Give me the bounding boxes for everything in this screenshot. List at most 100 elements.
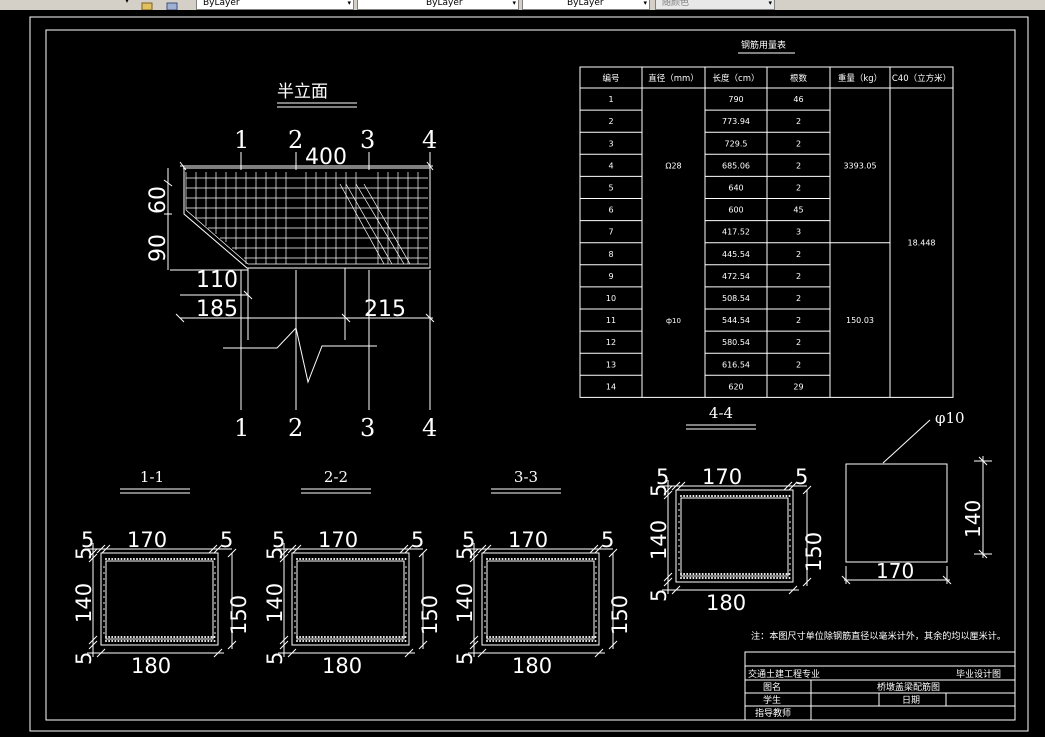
title-block-name-label: 图名 [763,681,781,693]
section-title: 3-3 [514,468,538,486]
table-header-cell: 根数 [790,73,808,84]
table-cell-length: 773.94 [722,117,750,126]
half-elevation-view: 半立面 1 2 3 4 1 2 3 4 [146,82,437,442]
dim-left-top: 5 [647,484,671,497]
table-cell-number: 11 [606,316,616,325]
table-cell-length: 417.52 [722,228,750,237]
rebar-mesh [185,172,428,265]
dropdown-arrow-icon[interactable]: ▾ [125,0,130,5]
rebar-dots [484,558,597,642]
table-cell-number: 6 [608,206,613,215]
dim-top-mid: 170 [127,528,167,552]
dim-top-mid: 170 [318,528,358,552]
dim-bottom: 180 [322,654,362,678]
dim-left-top: 5 [72,547,96,560]
table-cell-count: 2 [796,161,801,170]
dim-bottom: 180 [706,591,746,615]
dim-top-mid: 170 [702,465,742,489]
dim-left-bottom: 5 [72,652,96,665]
chevron-down-icon: ▾ [347,0,351,7]
lineweight-dropdown[interactable]: ByLayer ▾ [522,0,650,10]
section-label-top-3: 3 [360,126,375,154]
table-header-cell: 直径（mm） [648,73,699,84]
table-cell-number: 14 [606,382,616,391]
dim-top-right: 5 [411,528,424,552]
rebar-dots [678,495,791,579]
dim-400: 400 [305,145,347,170]
elevation-title: 半立面 [277,82,328,102]
table-cell-number: 13 [606,360,616,369]
dim-top-left: 5 [272,528,285,552]
table-cell-concrete: 18.448 [908,239,936,248]
sheet-outer-frame [29,16,1029,732]
dim-left-bottom: 5 [263,652,287,665]
dim-right: 150 [418,595,442,635]
table-cell-weight: 150.03 [846,316,874,325]
plotstyle-dropdown-value: 随颜色 [662,0,690,8]
layer-states-icon[interactable] [141,0,153,11]
section-label-top-1: 1 [234,126,249,154]
stirrup-detail: φ10 140 170 [841,409,992,585]
section-label-top-4: 4 [422,126,437,154]
table-cell-length: 640 [728,183,743,192]
table-cell-number: 5 [608,183,613,192]
table-header-cell: 长度（cm） [713,73,760,84]
layer-previous-icon[interactable] [166,0,178,11]
table-cell-diameter: ф10 [666,317,681,325]
table-cell-length: 685.06 [722,161,750,170]
sheet-inner-frame [45,29,1016,721]
dim-top-right: 5 [795,465,808,489]
section-labels-bottom: 1 2 3 4 [234,414,437,442]
section-title: 2-2 [324,468,348,486]
table-cell-number: 9 [608,272,613,281]
table-cell-count: 2 [796,117,801,126]
table-header-cell: C40（立方米） [892,73,951,84]
section-label-bottom-2: 2 [288,414,303,442]
dim-left-mid: 140 [72,583,96,623]
dim-top-right: 5 [220,528,233,552]
table-cell-number: 12 [606,338,616,347]
dim-right: 150 [227,595,251,635]
title-block: 交通土建工程专业 毕业设计图 图名 桥墩盖梁配筋图 学生 日期 指导教师 [744,651,1016,721]
table-cell-number: 2 [608,117,613,126]
dim-185: 185 [196,297,238,322]
lineweight-dropdown-value: ByLayer [567,0,604,8]
table-cell-length: 508.54 [722,294,750,303]
dim-60: 60 [146,186,171,214]
table-cell-length: 600 [728,206,743,215]
table-cell-count: 2 [796,360,801,369]
linetype-dropdown[interactable]: ByLayer ▾ [357,0,519,10]
dim-right: 150 [608,595,632,635]
color-dropdown[interactable]: ByLayer ▾ [196,0,354,10]
table-cell-diameter: Ω28 [665,161,681,170]
dim-bottom: 180 [512,654,552,678]
note-text: 注：本图尺寸单位除钢筋直径以毫米计外，其余的均以厘米计。 [751,630,1006,642]
color-dropdown-value: ByLayer [203,0,240,8]
stirrup-diameter-label: φ10 [935,409,965,427]
table-cell-length: 544.54 [722,316,750,325]
table-cell-number: 7 [608,228,613,237]
table-cell-number: 1 [608,95,613,104]
dim-top-mid: 170 [508,528,548,552]
plotstyle-dropdown[interactable]: 随颜色 ▾ [655,0,775,10]
section-label-bottom-4: 4 [422,414,437,442]
table-cell-count: 46 [793,95,803,104]
rebar-dots [294,558,407,642]
dim-left-bottom: 5 [647,589,671,602]
section-labels-top: 1 2 3 4 [234,126,437,154]
section-title: 4-4 [709,404,733,422]
dim-left-mid: 140 [263,583,287,623]
dim-90: 90 [146,234,171,262]
table-cell-count: 3 [796,228,801,237]
dim-left-bottom: 5 [453,652,477,665]
table-cell-length: 472.54 [722,272,750,281]
dim-left-top: 5 [263,547,287,560]
drawing-note: 注：本图尺寸单位除钢筋直径以毫米计外，其余的均以厘米计。 [751,630,1006,642]
table-cell-length: 580.54 [722,338,750,347]
table-cell-count: 2 [796,250,801,259]
drawing-canvas[interactable]: 半立面 1 2 3 4 1 2 3 4 [0,10,1045,737]
table-cell-count: 2 [796,294,801,303]
